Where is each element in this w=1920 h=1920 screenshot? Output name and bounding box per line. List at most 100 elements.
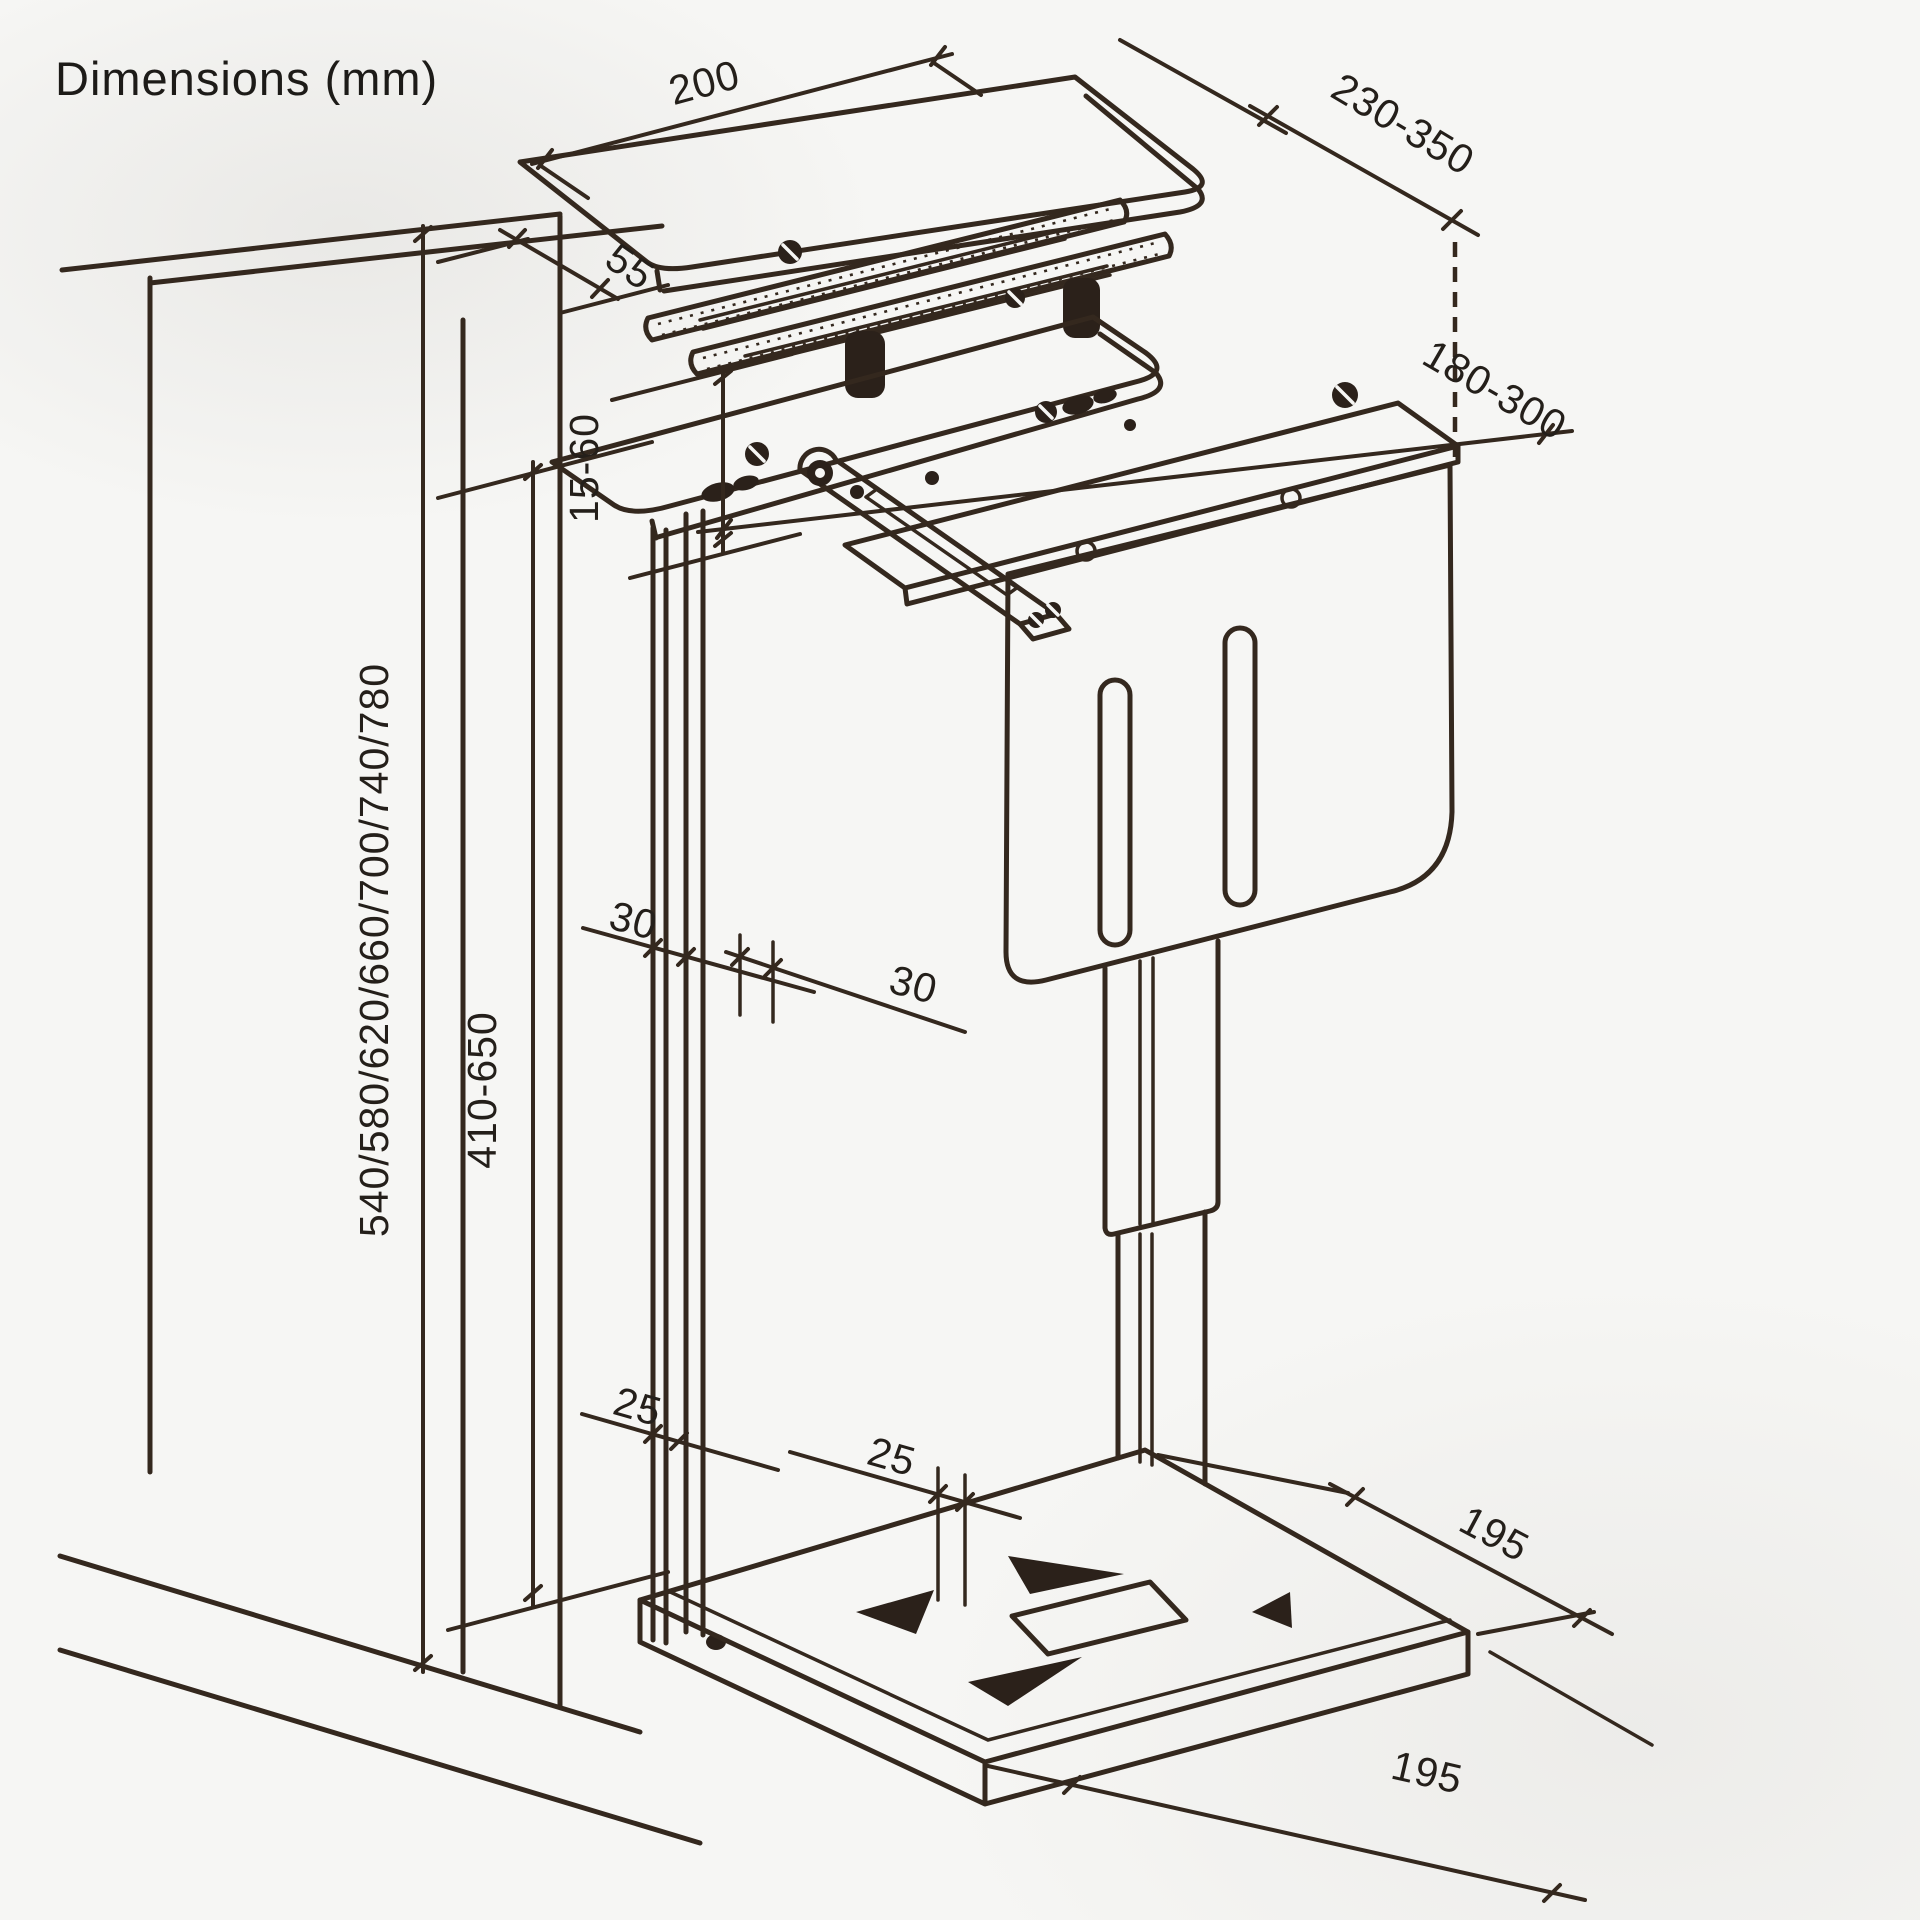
dim-line [1248,104,1480,237]
dimension-annotations: 200 230-350 55 15-60 180-300 [351,38,1614,1903]
dim-extension [1118,38,1288,135]
dim-line [986,1764,1587,1902]
bracket-hole [925,471,939,485]
telescopic-column [1102,938,1221,1487]
arm-slot [864,487,1020,597]
column-outer-tube [1102,938,1221,1237]
base-inner-fold [664,1588,1452,1742]
base-thickness [637,1597,1471,1807]
screw-slot [781,243,799,261]
keyhole-slot [701,482,735,502]
wall-top-edge-b [147,223,665,286]
panel-slot-right [1222,625,1258,908]
arm-outline [797,446,1059,627]
standoff-cylinder-left [845,331,885,398]
dim-post-width-b-label: 30 [885,956,943,1013]
rail-front-perforation-bottom [706,251,1164,371]
dim-tick [643,1424,689,1451]
screw-slot [748,445,766,463]
rail-front-slot [743,264,1112,367]
bracket-hole [850,485,864,499]
dim-wall-clearance: 55 [436,228,670,315]
dim-post-width-b: 30 [724,947,967,1034]
dim-tick [1062,1775,1562,1903]
rail-back-perforation-top [657,206,1115,326]
foot-extension-lines [936,1466,967,1607]
dim-desk-thickness: 15-60 [561,352,802,580]
floor-edge-b [57,1647,703,1846]
dim-shelf-width: 200 [530,45,983,200]
rail-front-perforation-top [702,240,1160,360]
back-post [650,508,967,1650]
loose-screws [778,240,1358,408]
base-corner-stub [1488,1650,1654,1747]
dim-extension [539,61,983,200]
tray-screw-bump [1280,487,1302,509]
floor-edge-a [57,1553,643,1735]
mounting-bracket [549,314,1163,541]
dim-line [530,52,954,166]
mounting-rails [643,197,1174,377]
bracket-top-face [549,314,1160,514]
dim-tick [413,225,433,1672]
screw-slot [1029,613,1043,627]
panel-outline [1003,462,1455,985]
base-cutout-triangle [1008,1556,1124,1594]
dim-base-width: 195 [986,1742,1587,1903]
arm-end-block [1017,611,1072,642]
dim-line [724,950,967,1034]
arm-pivot-hole [815,468,825,478]
dim-post-width-a: 30 [581,892,816,994]
screw-slot [1046,603,1060,617]
keyhole-slot [733,475,759,491]
dim-extension [610,352,802,580]
bracket-thickness-edge [655,331,1163,540]
slide-arm [797,446,1072,642]
rail-back-perforation-bottom [661,217,1119,337]
bracket-hole [1124,419,1136,431]
dim-line [788,1450,1022,1520]
cpu-side-panel [1003,462,1455,985]
dim-tick [1345,1487,1592,1628]
dim-shelf-width-label: 200 [664,51,745,114]
dim-tick [507,228,610,299]
tray-top-face [842,400,1461,591]
dim-line [696,429,1574,534]
dim-tick [715,423,1555,540]
rail-back-outline [643,197,1130,343]
dim-tick [713,369,733,548]
post-front-plate [650,525,669,1646]
base-cutout-triangle [856,1590,934,1634]
dim-tick [730,947,783,978]
dim-column-height: 410-650 [436,440,670,1632]
column-inner-tube-edges [1138,1232,1154,1467]
keyhole-slot [1062,395,1094,415]
dim-foot-width-b: 25 [788,1428,1022,1520]
dim-base-depth-label: 195 [1452,1497,1537,1571]
dim-extension [436,440,670,1632]
shelf-top-face [517,74,1205,272]
base-cutout-triangle [968,1657,1082,1706]
dim-line [581,926,816,994]
dim-base-width-label: 195 [1387,1742,1467,1803]
base-cutout-triangle [1252,1592,1292,1628]
rail-back-slot [698,228,1067,331]
panel-slot-left [1097,677,1133,948]
base-cutout-window [1009,1579,1189,1657]
page-title: Dimensions (mm) [55,52,438,105]
dim-column-height-label: 410-650 [459,1011,505,1168]
keyhole-slot [1093,388,1117,404]
shelf-thickness-edge [661,93,1205,294]
standoff-cylinders [845,278,1100,398]
dim-desk-depth-label: 230-350 [1324,64,1483,185]
screw-slot [1007,290,1023,306]
dim-tick [1257,105,1463,231]
dim-tick [928,1484,975,1512]
column-inner-edges [1138,956,1155,1226]
dim-mount-height: 540/580/620/660/700/740/780 [351,224,433,1674]
dim-mount-height-label: 540/580/620/660/700/740/780 [351,663,397,1237]
column-inner-tube [1115,1209,1208,1487]
screw-slot [1335,385,1355,405]
